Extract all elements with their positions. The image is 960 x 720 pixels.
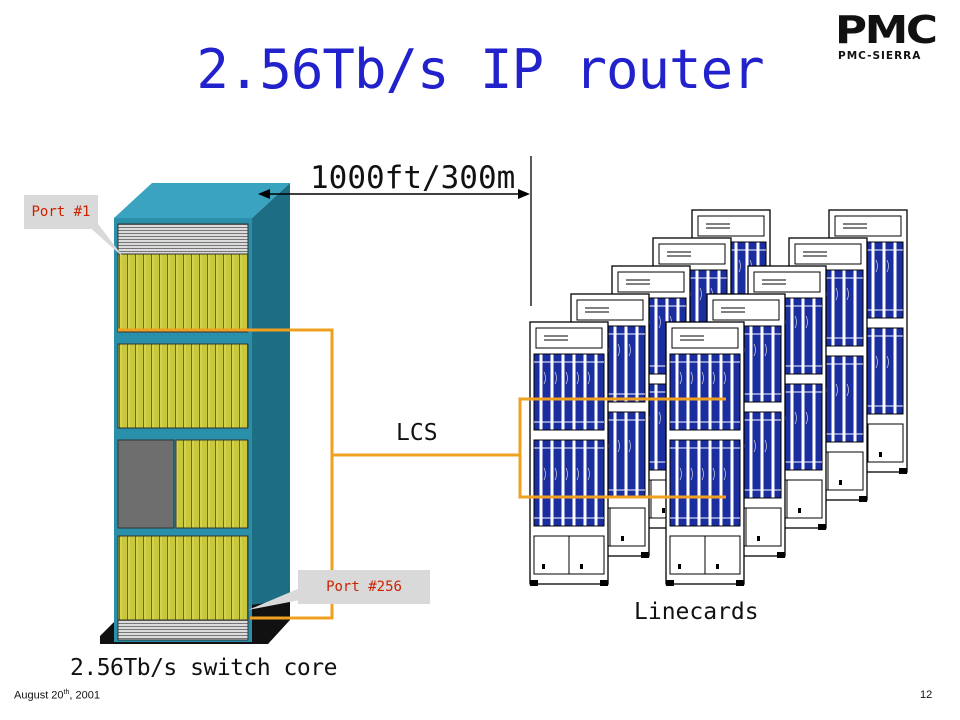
slide-title: 2.56Tb/s IP router <box>196 38 764 101</box>
distance-label: 1000ft/300m <box>310 160 516 196</box>
switch-core-label: 2.56Tb/s switch core <box>70 655 337 681</box>
page-number: 12 <box>920 689 933 701</box>
port256-pointer <box>248 588 300 610</box>
footer-date-prefix: August 20 <box>14 689 64 702</box>
linecard-rack <box>529 321 609 587</box>
lcs-label: LCS <box>396 420 438 446</box>
port256-callout: Port #256 <box>298 570 430 604</box>
distance-arrow <box>258 156 532 306</box>
switch-core-cabinet <box>100 183 290 644</box>
company-logo-subtitle: PMC-SIERRA <box>838 50 922 62</box>
linecards-label: Linecards <box>634 599 759 625</box>
linecard-rack <box>665 321 745 587</box>
company-logo: PMC <box>835 8 938 52</box>
lcs-links <box>118 328 726 620</box>
footer-date-year: , 2001 <box>69 689 100 702</box>
port1-pointer <box>86 224 124 258</box>
footer-date: August 20th, 2001 <box>14 689 100 702</box>
footer-date-suffix-sup: th <box>63 689 70 696</box>
port1-callout: Port #1 <box>24 195 98 229</box>
